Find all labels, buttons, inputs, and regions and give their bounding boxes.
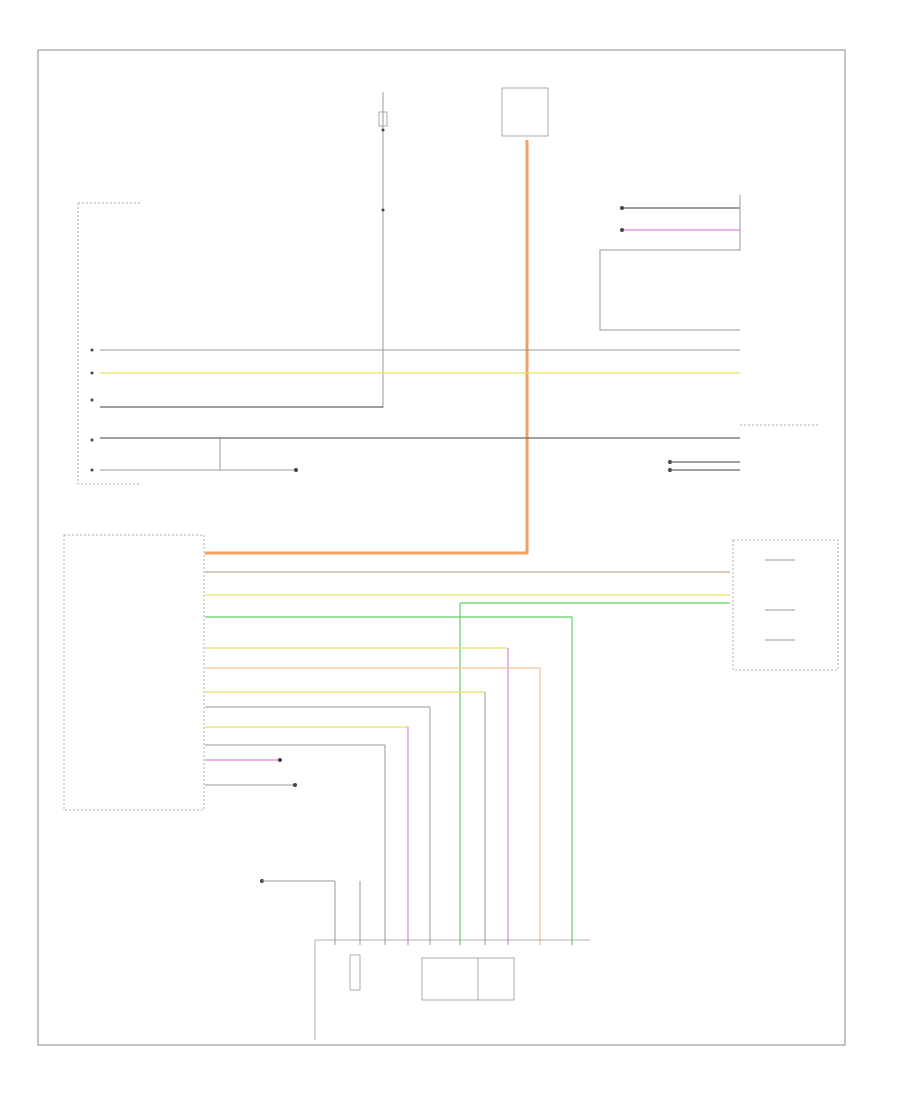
module-left-mid: [63, 534, 205, 811]
bottom-module: [314, 939, 590, 1040]
switch-right: [732, 539, 839, 671]
ground-point: [260, 879, 361, 945]
connector-right-top: [599, 195, 741, 331]
diagram-frame: [37, 49, 846, 1046]
connector-right-mid: [668, 460, 740, 472]
fuse-top-left: [378, 92, 388, 408]
fuse-top-right: [501, 87, 549, 137]
orange-power-wire: [205, 140, 529, 555]
module-left-top: [77, 202, 140, 485]
